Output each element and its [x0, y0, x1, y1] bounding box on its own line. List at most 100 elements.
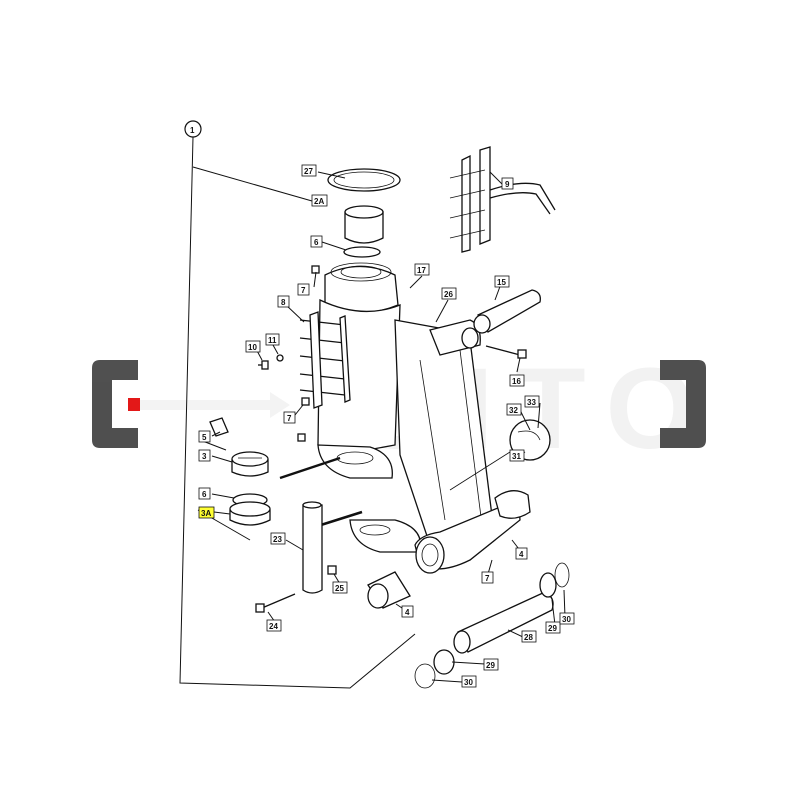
callout-4-a: 4 [515, 547, 528, 560]
svg-text:7: 7 [485, 574, 490, 583]
callout-9: 9 [501, 177, 514, 190]
ring-30-left [414, 663, 436, 689]
nut-25 [327, 565, 337, 575]
callout-30-a: 30 [559, 612, 575, 625]
bolt-24 [261, 593, 296, 609]
svg-text:3A: 3A [201, 509, 211, 518]
svg-text:6: 6 [202, 490, 207, 499]
clamp-bar [309, 311, 323, 409]
watermark-arrow-shaft [140, 392, 290, 418]
svg-text:2A: 2A [314, 197, 324, 206]
svg-text:31: 31 [512, 452, 521, 461]
ring-29-left [433, 649, 455, 675]
callout-2a: 2A [311, 194, 328, 207]
svg-text:7: 7 [287, 414, 292, 423]
svg-text:10: 10 [248, 343, 257, 352]
callout-7-b: 7 [283, 411, 296, 424]
callout-15: 15 [494, 275, 510, 288]
pin-15-group [473, 289, 541, 359]
swing-frame [279, 262, 531, 574]
svg-text:29: 29 [548, 624, 557, 633]
callout-29-a: 29 [545, 621, 561, 634]
callout-32: 32 [506, 403, 522, 416]
callouts: 27 2A 6 7 8 11 10 17 [198, 164, 575, 688]
svg-text:6: 6 [314, 238, 319, 247]
callout-29-b: 29 [483, 658, 499, 671]
watermark-arrow-mark [128, 398, 140, 411]
svg-text:16: 16 [512, 377, 521, 386]
svg-text:24: 24 [269, 622, 278, 631]
callout-33: 33 [524, 395, 540, 408]
pin-15 [477, 289, 541, 333]
washer-11 [276, 354, 284, 362]
svg-text:30: 30 [562, 615, 571, 624]
ring-30-right [554, 562, 570, 588]
callout-5: 5 [198, 430, 211, 443]
group-bracket: 1 [179, 120, 416, 689]
callout-10: 10 [245, 340, 261, 353]
nut-7a [311, 265, 320, 274]
callout-30-b: 30 [461, 675, 477, 688]
pivot-parts [367, 562, 570, 689]
svg-text:17: 17 [417, 266, 426, 275]
callout-26: 26 [441, 287, 457, 300]
callout-31: 31 [509, 449, 525, 462]
callout-24: 24 [266, 619, 282, 632]
svg-text:4: 4 [519, 550, 524, 559]
svg-text:28: 28 [524, 633, 533, 642]
svg-text:29: 29 [486, 661, 495, 670]
callout-11: 11 [265, 333, 280, 346]
callout-6-low: 6 [198, 487, 211, 500]
svg-text:15: 15 [497, 278, 506, 287]
svg-text:9: 9 [505, 180, 510, 189]
svg-text:33: 33 [527, 398, 536, 407]
callout-27: 27 [301, 164, 317, 177]
ring-27 [327, 168, 401, 192]
frame-lower-plate-lower [349, 519, 422, 553]
bushing-2a [344, 211, 384, 244]
callout-3a: 3A [198, 506, 215, 519]
svg-text:32: 32 [509, 406, 518, 415]
callout-8: 8 [277, 295, 290, 308]
svg-text:27: 27 [304, 167, 313, 176]
group-leader-top [192, 166, 313, 202]
pin-23-group [255, 501, 337, 613]
svg-text:5: 5 [202, 433, 207, 442]
svg-text:11: 11 [268, 336, 277, 345]
group-bracket-spine [179, 136, 416, 689]
studs-8 [258, 265, 351, 442]
callout-6-top: 6 [310, 235, 323, 248]
svg-text:8: 8 [281, 298, 286, 307]
callout-7-a: 7 [297, 283, 310, 296]
ring-29-right [539, 572, 557, 598]
nut-7b [301, 397, 310, 406]
watermark-left-bracket [92, 360, 138, 448]
frame-top-boss [324, 265, 399, 314]
callout-25: 25 [332, 581, 348, 594]
pin-28 [457, 591, 554, 653]
caps-left [209, 417, 271, 526]
frame-column [317, 298, 401, 456]
svg-text:30: 30 [464, 678, 473, 687]
callout-3: 3 [198, 449, 211, 462]
callout-4-b: 4 [401, 605, 414, 618]
callout-23: 23 [270, 532, 286, 545]
svg-text:4: 4 [405, 608, 410, 617]
seal-6-top [343, 246, 381, 258]
group-label: 1 [190, 126, 195, 135]
manifold-9 [449, 146, 556, 253]
svg-text:3: 3 [202, 452, 207, 461]
top-parts [327, 168, 401, 258]
fitting-5 [209, 417, 229, 437]
svg-text:25: 25 [335, 584, 344, 593]
svg-text:26: 26 [444, 290, 453, 299]
svg-text:23: 23 [273, 535, 282, 544]
callout-16: 16 [509, 374, 525, 387]
svg-text:7: 7 [301, 286, 306, 295]
callout-7-c: 7 [481, 571, 494, 584]
frame-lower-plate-upper [317, 444, 393, 479]
watermark-right-bracket [660, 360, 706, 448]
bolt-16 [485, 345, 521, 356]
callout-17: 17 [414, 263, 430, 276]
